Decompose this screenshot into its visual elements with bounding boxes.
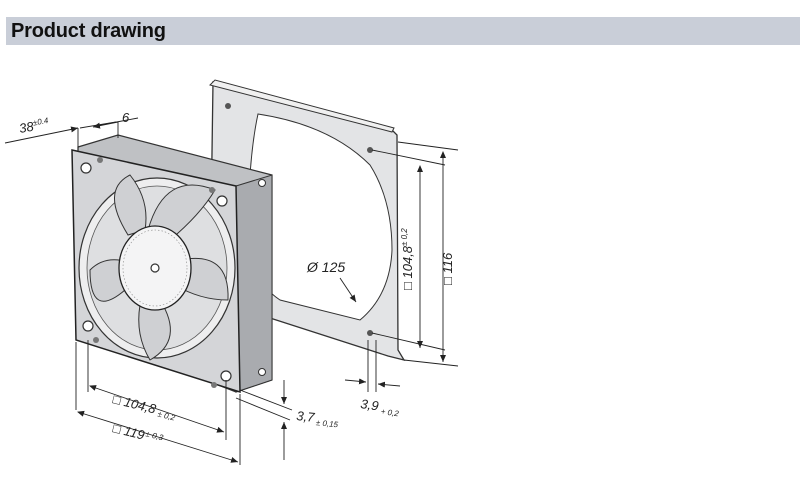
mount-hole-icon — [220, 370, 232, 382]
rear-hole-icon — [258, 179, 266, 187]
dim-depth: 38±0.4 — [18, 116, 51, 136]
hub-center-icon — [150, 263, 160, 273]
dim-frame-horizontal: □ 119± 0,3 — [111, 420, 165, 447]
gasket-hole-icon — [225, 103, 231, 109]
fan-body — [71, 134, 273, 394]
mount-hole-icon — [216, 195, 228, 207]
dim-hole-diameter: 3,7± 0,15 — [295, 408, 339, 429]
mount-hole-icon — [82, 320, 94, 332]
section-title: Product drawing — [11, 20, 166, 42]
screw-icon — [93, 337, 99, 343]
gasket-hole-icon — [367, 147, 373, 153]
rear-hole-icon — [258, 368, 266, 376]
gasket-hole-icon — [367, 330, 373, 336]
screw-icon — [97, 157, 103, 163]
dim-hole-spacing-vertical: □ 104,8± 0,2 — [400, 228, 415, 290]
dimension-lines — [4, 117, 459, 465]
dim-hole-spacing-horizontal: □ 104,8± 0,2 — [111, 391, 178, 422]
section-header: Product drawing — [6, 17, 800, 45]
mount-hole-icon — [80, 162, 92, 174]
dim-frame-vertical: □ 116 — [440, 252, 455, 285]
dim-diameter: Ø 125 — [306, 259, 345, 275]
dim-gasket-hole: 3,9+ 0,2 — [359, 396, 401, 418]
screw-icon — [209, 187, 215, 193]
screw-icon — [211, 382, 217, 388]
dimension-labels: 38±0.4 6 Ø 125 □ 104,8± 0,2 □ 116 3,9+ 0… — [18, 110, 455, 447]
dim-flange: 6 — [122, 110, 130, 125]
